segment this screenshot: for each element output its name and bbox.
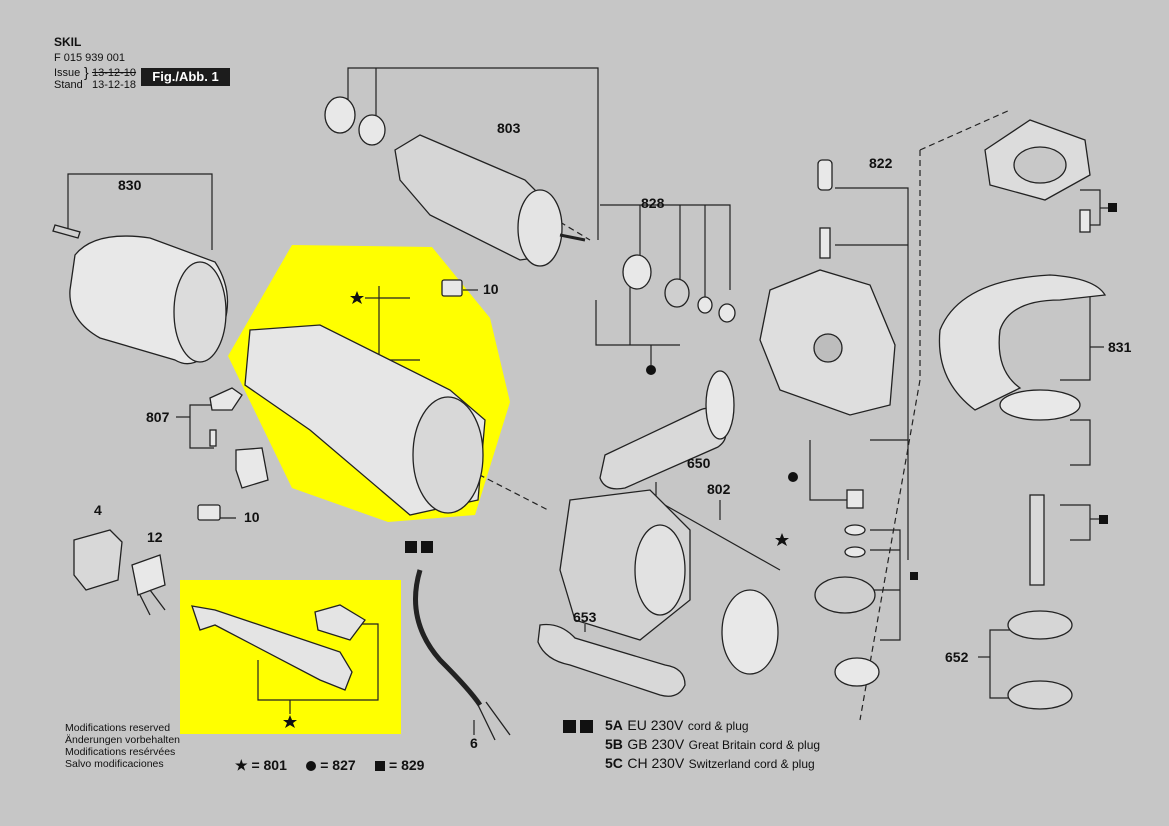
issue-date: 13-12-10 [92, 67, 137, 79]
dot-key-value: = 827 [320, 757, 356, 773]
leader-828 [600, 204, 731, 290]
cable-clip-part [209, 387, 243, 411]
label-830: 830 [118, 177, 142, 193]
label-10-lower: 10 [244, 509, 260, 525]
label-807: 807 [146, 409, 170, 425]
dot-icon [306, 761, 317, 772]
label-802: 802 [707, 481, 731, 497]
symbol-key: ★ = 801 = 827 = 829 [235, 757, 424, 774]
square-icon [375, 761, 386, 772]
symbol-markers [283, 203, 1117, 728]
carbon-brush-part [441, 279, 463, 297]
cord-voltage: EU 230V [627, 717, 684, 733]
issue-label: Issue [54, 67, 81, 79]
leader-807 [189, 404, 214, 449]
star-key-value: = 801 [251, 757, 287, 773]
label-6: 6 [470, 735, 478, 751]
label-4: 4 [94, 502, 102, 518]
leader-830 [67, 173, 213, 250]
bearing-828 [622, 254, 652, 290]
label-831: 831 [1108, 339, 1132, 355]
label-828: 828 [641, 195, 665, 211]
cord-legend-squares [563, 718, 594, 736]
stand-date: 13-12-18 [92, 79, 137, 91]
leader-803 [347, 67, 599, 240]
label-650: 650 [687, 455, 711, 471]
notice-line-en: Modifications reserved [65, 722, 171, 734]
suppressor-part [131, 554, 166, 596]
switch-part [73, 529, 123, 591]
label-12: 12 [147, 529, 163, 545]
bearing-part [324, 96, 356, 134]
label-822: 822 [869, 155, 893, 171]
label-10-upper: 10 [483, 281, 499, 297]
cord-legend-row: 5B GB 230V Great Britain cord & plug [605, 736, 820, 754]
leader-831 [1060, 285, 1091, 381]
label-653: 653 [573, 609, 597, 625]
cord-description: Switzerland cord & plug [688, 757, 815, 771]
cord-voltage: GB 230V [627, 736, 685, 752]
cord-voltage: CH 230V [627, 755, 685, 771]
modifications-notice: Modifications reserved Änderungen vorbeh… [65, 722, 180, 770]
cord-code: 5A [605, 717, 623, 733]
label-652: 652 [945, 649, 969, 665]
bevel-gear-part [814, 576, 876, 614]
switch-rod-part [191, 605, 353, 691]
notice-line-fr: Modifications resérvées [65, 746, 176, 758]
cord-code: 5C [605, 755, 623, 771]
star-icon: ★ [235, 757, 248, 773]
cord-description: Great Britain cord & plug [688, 738, 821, 752]
stand-label: Stand [54, 79, 83, 91]
flange-part [1007, 610, 1073, 640]
cord-code: 5B [605, 736, 623, 752]
brand-label: SKIL [54, 35, 82, 49]
square-key-value: = 829 [389, 757, 425, 773]
leader-822 [835, 187, 909, 560]
wheel-guard-part [938, 274, 1107, 411]
label-803: 803 [497, 120, 521, 136]
spindle-part [1029, 494, 1045, 586]
part-number: F 015 939 001 [54, 52, 125, 64]
figure-label: Fig./Abb. 1 [141, 68, 230, 86]
notice-line-es: Salvo modificaciones [65, 758, 164, 770]
cord-legend-row: 5C CH 230V Switzerland cord & plug [605, 755, 815, 773]
cord-part [413, 569, 483, 707]
cord-legend-row: 5A EU 230V cord & plug [605, 717, 749, 735]
spanner-part [537, 623, 686, 697]
notice-line-de: Änderungen vorbehalten [65, 734, 181, 746]
leader-652 [989, 629, 1010, 699]
cord-description: cord & plug [687, 719, 749, 733]
